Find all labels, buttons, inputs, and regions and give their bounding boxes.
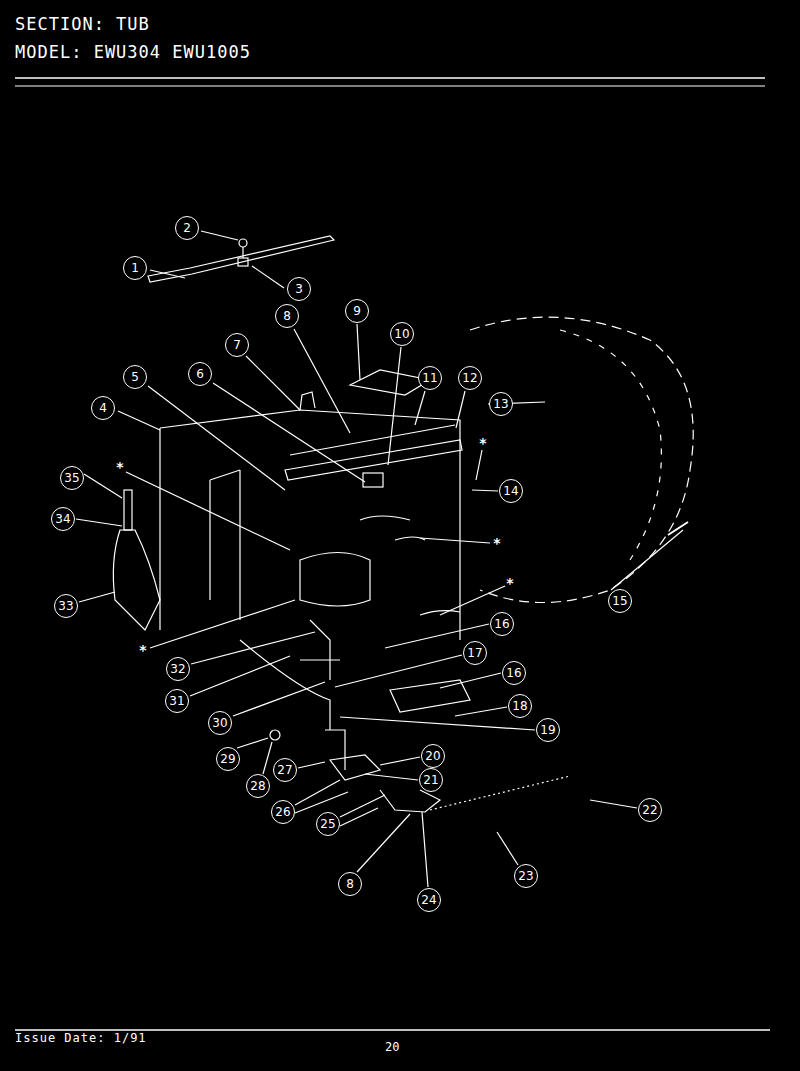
callout-number: 25 xyxy=(316,812,340,836)
callout-number: 32 xyxy=(166,657,190,681)
callout-number: 27 xyxy=(273,758,297,782)
callout-number: 9 xyxy=(345,299,369,323)
callout-number: 8 xyxy=(275,304,299,328)
asterisk-mark: * xyxy=(116,460,123,474)
callout-number: 24 xyxy=(417,888,441,912)
callout-number: 17 xyxy=(463,641,487,665)
asterisk-mark: * xyxy=(479,436,486,450)
callout-number: 34 xyxy=(51,507,75,531)
callout-number: 8 xyxy=(338,872,362,896)
asterisk-mark: * xyxy=(139,643,146,657)
callout-number: 15 xyxy=(608,589,632,613)
callout-number: 16 xyxy=(490,612,514,636)
callout-number: 14 xyxy=(499,479,523,503)
callout-number: 23 xyxy=(514,864,538,888)
callout-number: 35 xyxy=(60,466,84,490)
model-line: MODEL: EWU304 EWU1005 xyxy=(15,42,251,62)
callout-number: 28 xyxy=(246,774,270,798)
callout-number: 3 xyxy=(287,277,311,301)
callout-number: 16 xyxy=(502,661,526,685)
callout-number: 1 xyxy=(123,256,147,280)
callout-number: 18 xyxy=(508,694,532,718)
callout-number: 6 xyxy=(188,362,212,386)
callout-number: 29 xyxy=(216,747,240,771)
callout-number: 11 xyxy=(418,366,442,390)
callout-number: 7 xyxy=(225,333,249,357)
callout-number: 33 xyxy=(54,594,78,618)
callout-number: 12 xyxy=(458,366,482,390)
callout-number: 10 xyxy=(390,322,414,346)
callout-number: 26 xyxy=(271,800,295,824)
callout-number: 31 xyxy=(165,689,189,713)
asterisk-mark: * xyxy=(506,576,513,590)
callout-number: 5 xyxy=(123,365,147,389)
page-number: 20 xyxy=(385,1040,399,1054)
callout-number: 13 xyxy=(489,392,513,416)
asterisk-mark: * xyxy=(493,536,500,550)
callout-number: 30 xyxy=(208,711,232,735)
issue-date: Issue Date: 1/91 xyxy=(15,1031,147,1045)
callout-number: 21 xyxy=(419,768,443,792)
callout-number: 20 xyxy=(421,744,445,768)
callout-number: 19 xyxy=(536,718,560,742)
callout-number: 22 xyxy=(638,798,662,822)
callout-number: 2 xyxy=(175,216,199,240)
callout-number: 4 xyxy=(91,396,115,420)
section-title: SECTION: TUB xyxy=(15,14,150,34)
